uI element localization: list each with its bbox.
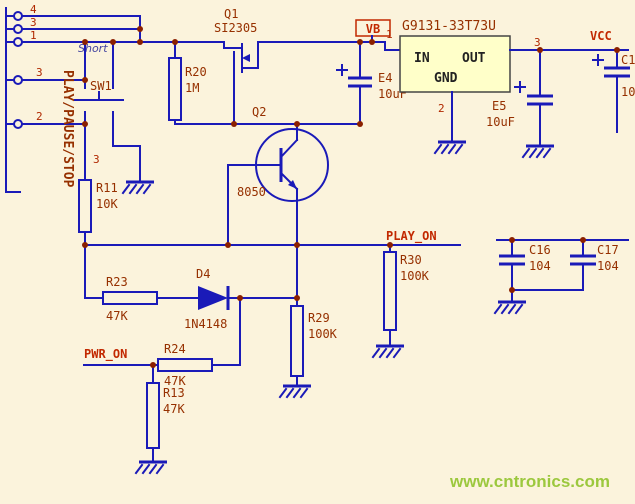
resistor-r29: R29 100K	[290, 297, 338, 385]
ground-symbol-sw	[121, 180, 156, 195]
c17-value-label: 104	[597, 259, 619, 273]
r29-ref-label: R29	[308, 311, 330, 325]
connector-pin2-number: 2	[36, 110, 43, 123]
short-annotation: Short	[78, 42, 108, 55]
r29-value-label: 100K	[308, 327, 338, 341]
r20-value-label: 1M	[185, 81, 199, 95]
resistor-r24: R24 47K	[157, 297, 241, 388]
r13-value-label: 47K	[163, 402, 185, 416]
capacitor-e4: E4 10uF	[336, 41, 407, 125]
resistor-r11: R11 10K	[78, 179, 118, 299]
connector-pin3b-circle	[13, 75, 23, 85]
ground-symbol-ic	[433, 140, 468, 155]
q2-ref-label: Q2	[252, 105, 266, 119]
ground-symbol-r29	[278, 384, 313, 399]
resistor-r30: R30 100K	[383, 244, 430, 345]
resistor-r23: R23 47K	[84, 275, 158, 323]
q1-value-label: SI2305	[214, 21, 257, 35]
diode-d4: D4 1N4148	[156, 267, 298, 331]
connector-pin1-circle	[13, 37, 23, 47]
ic-in-pin-label: IN	[414, 51, 430, 66]
q1-ref-label: Q1	[224, 7, 238, 21]
e4-plus-sign	[336, 64, 348, 76]
c16-ref-label: C16	[529, 243, 551, 257]
e5-ref-label: E5	[492, 99, 506, 113]
q2-value-label: 8050	[237, 185, 266, 199]
c17-ref-label: C17	[597, 243, 619, 257]
connector-pin3a-circle	[13, 24, 23, 34]
q2-emitter-arrow	[288, 180, 297, 189]
d4-ref-label: D4	[196, 267, 210, 281]
ground-symbol-r13	[134, 460, 169, 475]
connector-pin3b-number: 3	[36, 66, 43, 79]
e4-ref-label: E4	[378, 71, 392, 85]
r11-ref-label: R11	[96, 181, 118, 195]
net-flag-vb: VB	[355, 19, 391, 43]
c16-value-label: 104	[529, 259, 551, 273]
e5-value-label: 10uF	[486, 115, 515, 129]
c1x-value-label: 10	[621, 85, 635, 99]
watermark-text: www.cntronics.com	[449, 472, 610, 491]
connector: 4 3 1 3 2	[5, 3, 225, 193]
pwr-on-net-label: PWR_ON	[84, 347, 127, 362]
r23-ref-label: R23	[106, 275, 128, 289]
resistor-r20: R20 1M	[168, 41, 207, 125]
r24-value-label: 47K	[164, 374, 186, 388]
ic-pin1-number: 1	[386, 28, 393, 41]
r23-value-label: 47K	[106, 309, 128, 323]
ic-title-label: G9131-33T73U	[402, 19, 496, 34]
d4-value-label: 1N4148	[184, 317, 227, 331]
ic-out-pin-label: OUT	[462, 51, 486, 66]
r30-value-label: 100K	[400, 269, 430, 283]
ic-pin3-number: 3	[534, 36, 541, 49]
ic-gnd-pin-label: GND	[434, 71, 458, 86]
e5-plus-sign	[514, 81, 526, 93]
connector-pin2-circle	[13, 119, 23, 129]
capacitor-e5: E5 10uF	[486, 49, 553, 145]
r24-ref-label: R24	[164, 342, 186, 356]
r20-ref-label: R20	[185, 65, 207, 79]
r30-ref-label: R30	[400, 253, 422, 267]
vb-net-label: VB	[366, 22, 380, 36]
vcc-net-label: VCC	[590, 29, 612, 43]
play-pause-stop-label: PLAY/PAUSE/STOP	[60, 70, 75, 188]
sw1-ref-label: SW1	[90, 79, 112, 93]
switch-sw1: SW1 3	[74, 41, 141, 181]
r11-value-label: 10K	[96, 197, 118, 211]
play-on-net-label: PLAY_ON	[386, 229, 437, 244]
junction-dots	[82, 26, 620, 368]
transistor-q2: Q2 8050	[227, 105, 329, 299]
capacitor-c1x: C1 10	[592, 49, 635, 133]
connector-pin1-number: 1	[30, 29, 37, 42]
r13-ref-label: R13	[163, 386, 185, 400]
ic-pin2-number: 2	[438, 102, 445, 115]
c1x-plus-sign	[592, 54, 604, 66]
connector-pin3a-number: 3	[30, 16, 37, 29]
d4-triangle	[198, 286, 228, 310]
capacitor-c16-c17: C16 104 C17 104	[496, 239, 629, 301]
q1-arrow	[242, 54, 250, 62]
mosfet-q1: Q1 SI2305	[214, 7, 259, 125]
sw1-pin-number: 3	[93, 153, 100, 166]
vb-rail-wire	[257, 41, 401, 51]
ground-symbol-r30	[371, 344, 406, 359]
ground-symbol-e5	[521, 144, 556, 159]
connector-pin4-number: 4	[30, 3, 37, 16]
c1x-ref-label: C1	[621, 53, 635, 67]
regulator-ic: G9131-33T73U IN OUT GND 1 3 2	[386, 19, 541, 141]
ground-symbol-c16c17	[493, 300, 528, 315]
connector-pin4-circle	[13, 11, 23, 21]
